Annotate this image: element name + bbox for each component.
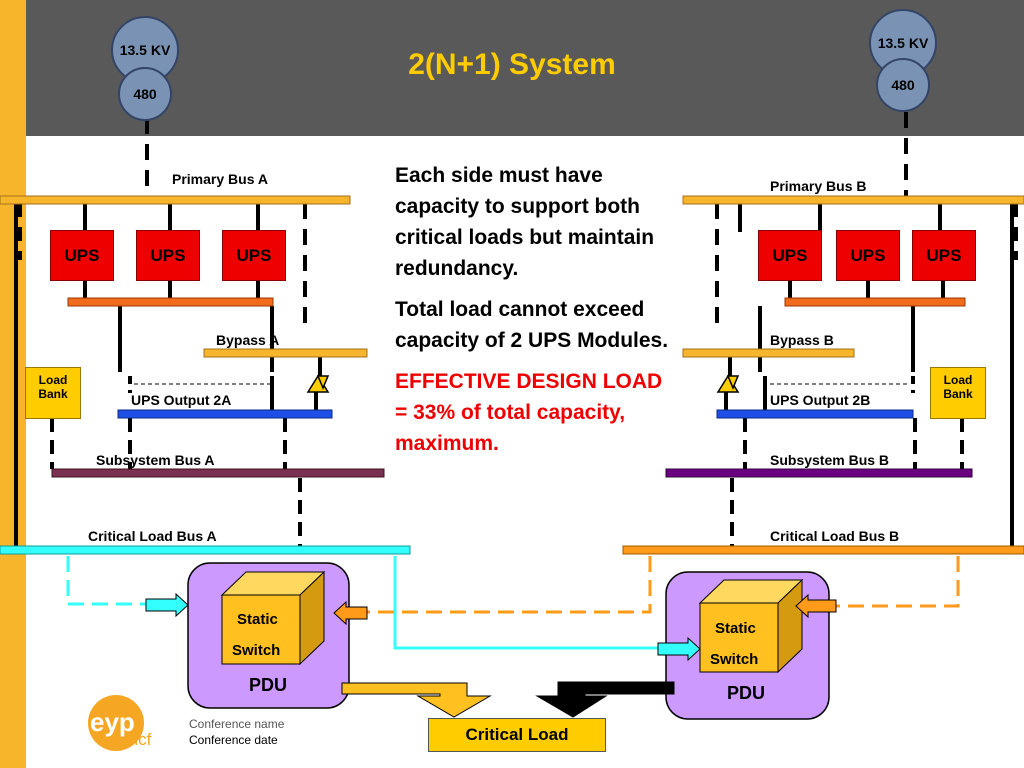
ups-bus-a [67, 297, 274, 307]
conference-name: Conference name [189, 717, 285, 731]
orange-feed-b [365, 556, 960, 614]
primary-bus-b [682, 195, 1024, 205]
orange-arrow-b2 [795, 593, 837, 619]
load-bank-b-line2: Bank [943, 387, 973, 401]
subsystem-bus-a [51, 468, 385, 478]
critical-load-bus-a [0, 545, 411, 555]
ups-output-a-label: UPS Output 2A [131, 392, 232, 408]
ups-output-b-label: UPS Output 2B [770, 392, 871, 408]
ups-b1: UPS [758, 230, 822, 281]
load-bank-a-line2: Bank [38, 387, 68, 401]
pdu-b-output-arrow [535, 681, 675, 718]
critical-load-bus-b-label: Critical Load Bus B [770, 528, 900, 544]
primary-bus-a [0, 195, 351, 205]
feed-b-kv-label: 13.5 KV [877, 35, 929, 51]
bypass-a-label: Bypass A [216, 332, 280, 348]
cyan-arrow-a2 [657, 636, 701, 662]
ups-bus-b [784, 297, 966, 307]
critical-load-box: Critical Load [428, 718, 606, 752]
orange-arrow-b1 [333, 600, 368, 626]
bypass-switch-a [306, 374, 330, 393]
static-switch-a-cube [220, 570, 326, 666]
bypass-switch-b [716, 374, 740, 393]
ups-a3: UPS [222, 230, 286, 281]
bypass-b-label: Bypass B [770, 332, 834, 348]
load-bank-b: Load Bank [930, 367, 986, 419]
static-switch-b-cube [698, 578, 804, 674]
primary-bus-a-label: Primary Bus A [172, 171, 268, 187]
subsystem-bus-a-label: Subsystem Bus A [96, 452, 215, 468]
pdu-b-label: PDU [727, 683, 766, 703]
ups-b2: UPS [836, 230, 900, 281]
feed-a [111, 16, 179, 196]
ups-a1: UPS [50, 230, 114, 281]
logo-main-text: eyp [90, 707, 135, 737]
cyan-feed-a [66, 556, 658, 650]
note-capacity: Each side must have capacity to support … [395, 164, 655, 280]
feed-b-v-label: 480 [891, 77, 915, 93]
left-stripe [0, 0, 26, 768]
conference-date: Conference date [189, 733, 278, 747]
load-bank-a-line1: Load [38, 373, 68, 387]
slide-title: 2(N+1) System [408, 48, 616, 81]
note-total-load: Total load cannot exceed capacity of 2 U… [395, 298, 669, 352]
pdu-a-label: PDU [249, 675, 288, 695]
side-a-wiring [14, 203, 322, 548]
critical-load-bus-a-label: Critical Load Bus A [88, 528, 217, 544]
static-switch-a-line1: Static [237, 611, 278, 628]
ups-output-bus-b [716, 409, 914, 419]
feed-a-v-circle [118, 67, 172, 121]
critical-load-bus-b [622, 545, 1024, 555]
feed-b [869, 9, 937, 196]
feed-b-v-circle [876, 58, 930, 112]
feed-a-kv-label: 13.5 KV [119, 42, 171, 58]
subsystem-bus-b [665, 468, 973, 478]
load-bank-b-line1: Load [943, 373, 973, 387]
cyan-arrow-a1 [145, 592, 189, 618]
static-switch-b-line2: Switch [710, 651, 759, 668]
bypass-bus-b [682, 348, 855, 358]
eyp-mcf-logo: eyp mcf [88, 695, 152, 751]
conference-info: Conference name Conference date [189, 716, 284, 748]
subsystem-bus-b-label: Subsystem Bus B [770, 452, 890, 468]
feed-a-v-label: 480 [133, 86, 157, 102]
logo-sub-text: mcf [124, 730, 152, 749]
ups-a2: UPS [136, 230, 200, 281]
notes-block: Each side must have capacity to support … [395, 160, 670, 469]
static-switch-a-line2: Switch [232, 642, 281, 659]
note-effective-load: EFFECTIVE DESIGN LOAD = 33% of total cap… [395, 370, 663, 455]
primary-bus-b-label: Primary Bus B [770, 178, 867, 194]
static-switch-b-line1: Static [715, 620, 756, 637]
side-b-wiring [715, 203, 1014, 548]
pdu-a-output-arrow [341, 682, 492, 718]
ups-output-bus-a [117, 409, 333, 419]
ups-b3: UPS [912, 230, 976, 281]
load-bank-a: Load Bank [25, 367, 81, 419]
bypass-bus-a [203, 348, 368, 358]
